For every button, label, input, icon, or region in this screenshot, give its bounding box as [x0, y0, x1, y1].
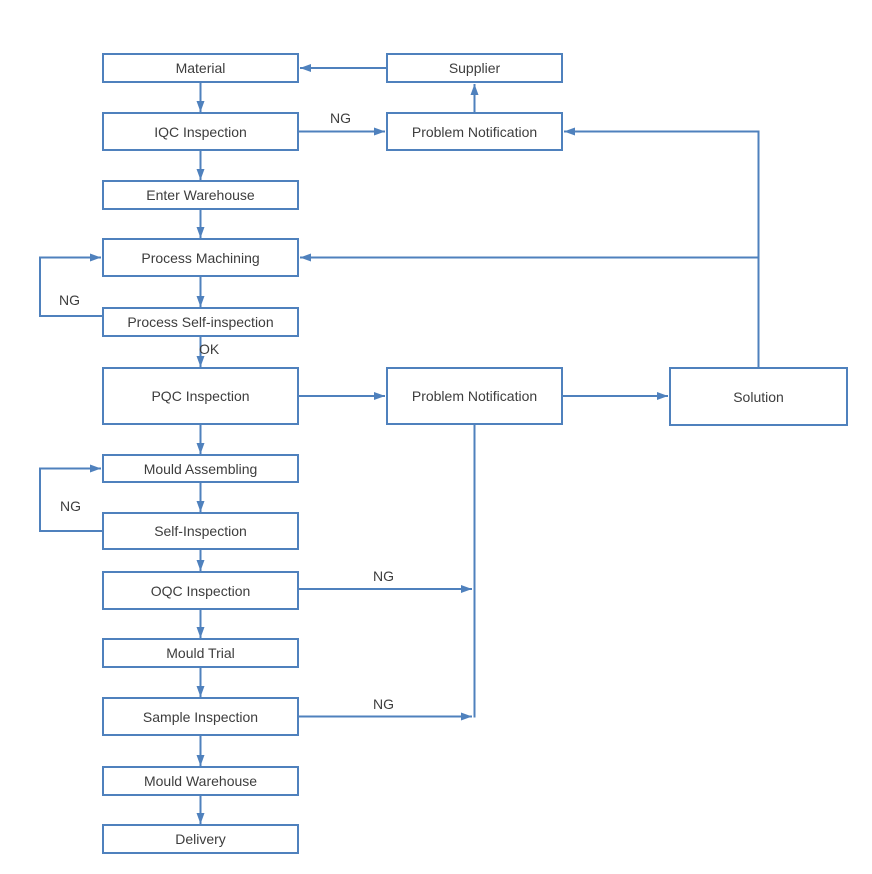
node-problem-notification-mid: Problem Notification — [386, 367, 563, 425]
node-process-machining: Process Machining — [102, 238, 299, 277]
label-iqc-ng: NG — [330, 110, 351, 126]
node-mould-assembling: Mould Assembling — [102, 454, 299, 483]
node-delivery: Delivery — [102, 824, 299, 854]
node-mould-warehouse: Mould Warehouse — [102, 766, 299, 796]
node-solution: Solution — [669, 367, 848, 426]
node-oqc-inspection: OQC Inspection — [102, 571, 299, 610]
label-sample-ng: NG — [373, 696, 394, 712]
edge-process-ng-loop — [39, 253, 102, 317]
node-material: Material — [102, 53, 299, 83]
label-oqc-ng: NG — [373, 568, 394, 584]
edge-mould-ng-loop — [39, 464, 102, 532]
edge-solution-to-problem-notification-top — [564, 127, 760, 367]
node-supplier: Supplier — [386, 53, 563, 83]
node-enter-warehouse: Enter Warehouse — [102, 180, 299, 210]
node-iqc-inspection: IQC Inspection — [102, 112, 299, 151]
node-self-inspection: Self-Inspection — [102, 512, 299, 550]
node-problem-notification-top: Problem Notification — [386, 112, 563, 151]
node-pqc-inspection: PQC Inspection — [102, 367, 299, 425]
node-process-self-inspection: Process Self-inspection — [102, 307, 299, 337]
label-process-ng: NG — [59, 292, 80, 308]
label-mould-ng: NG — [60, 498, 81, 514]
label-ok: OK — [199, 341, 220, 357]
node-mould-trial: Mould Trial — [102, 638, 299, 668]
node-sample-inspection: Sample Inspection — [102, 697, 299, 736]
